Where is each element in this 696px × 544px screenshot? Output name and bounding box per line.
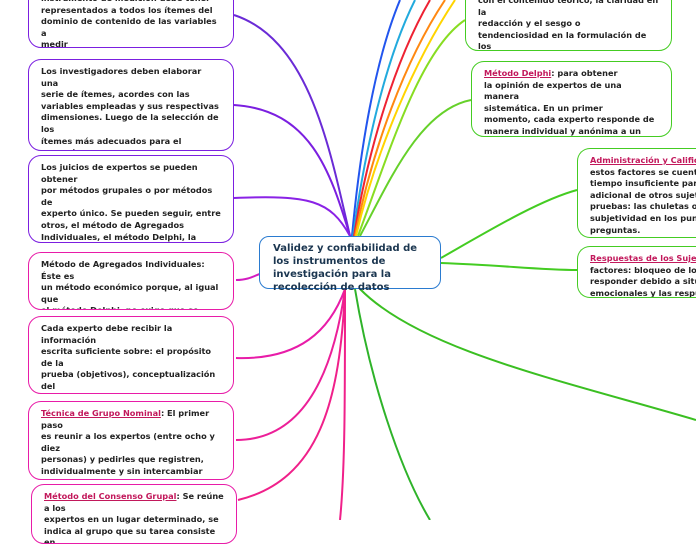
node-label: Método Delphi (484, 68, 552, 78)
node-body: : El primer paso es reunir a los experto… (41, 408, 215, 479)
node-text: Cada experto debe recibir la información… (41, 323, 216, 393)
node-nominal-group[interactable]: Técnica de Grupo Nominal: El primer paso… (28, 401, 234, 480)
node-subject-responses[interactable]: Respuestas de los Sujetos: Entre estos f… (577, 246, 696, 298)
connector-fan-yellow (355, 0, 456, 237)
connector-to-right-4 (440, 262, 578, 271)
node-text: Método Delphi: para obtener la opinión d… (484, 68, 659, 136)
node-label: Administración y Calificación del Instru… (590, 155, 696, 165)
connector-to-node-6 (235, 288, 346, 441)
node-text: instrumento de medición debe tener repre… (41, 0, 217, 48)
node-body: : Entre estos factores se cuentan: tiemp… (590, 166, 696, 235)
node-label: Método del Consenso Grupal (44, 491, 177, 501)
node-text: Método de Agregados Individuales: Éste e… (41, 259, 219, 309)
node-expert-judgment[interactable]: Los juicios de expertos se pueden obtene… (28, 155, 234, 243)
node-text: Los investigadores deben elaborar una se… (41, 66, 219, 150)
connector-fan-orange (354, 0, 446, 237)
connector-lower-right-2 (354, 288, 431, 520)
node-text: Administración y Calificación del Instru… (590, 155, 696, 236)
node-body: : para obtener la opinión de expertos de… (484, 68, 655, 136)
node-administration-scoring[interactable]: Administración y Calificación del Instru… (577, 148, 696, 238)
node-group-consensus[interactable]: Método del Consenso Grupal: Se reúne a l… (31, 484, 237, 544)
connector-lines (233, 0, 696, 520)
connector-to-right-2 (359, 99, 472, 237)
node-label: Técnica de Grupo Nominal (41, 408, 161, 418)
node-text: con el contenido teórico, la claridad en… (478, 0, 659, 51)
connector-fan-blue (351, 0, 401, 237)
node-delphi-method[interactable]: Método Delphi: para obtener la opinión d… (471, 61, 672, 137)
connector-to-node-1 (233, 14, 351, 237)
connector-fan-cyan (352, 0, 416, 237)
node-text: Técnica de Grupo Nominal: El primer paso… (41, 408, 221, 479)
connector-lower-right-1 (359, 288, 696, 421)
connector-to-node-2 (233, 104, 351, 237)
node-text: Método del Consenso Grupal: Se reúne a l… (44, 491, 224, 543)
connector-to-right-3 (440, 189, 578, 259)
node-item-review[interactable]: con el contenido teórico, la claridad en… (465, 0, 672, 51)
connector-to-node-5 (235, 288, 346, 360)
connector-fan-red (353, 0, 431, 237)
node-text: Los juicios de expertos se pueden obtene… (41, 162, 221, 242)
node-body: : Entre estos factores: bloqueo de los s… (590, 264, 696, 298)
node-item-elaboration[interactable]: Los investigadores deben elaborar una se… (28, 59, 234, 151)
connector-to-node-7 (237, 288, 346, 501)
central-topic[interactable]: Validez y confiabilidad de los instrumen… (259, 236, 441, 293)
node-content-validity[interactable]: instrumento de medición debe tener repre… (28, 0, 234, 48)
connector-lower-left (339, 288, 346, 520)
connector-to-right-1 (357, 19, 466, 237)
central-title: Validez y confiabilidad de los instrumen… (273, 243, 418, 293)
connector-to-node-3 (233, 196, 351, 237)
node-text: Respuestas de los Sujetos: Entre estos f… (590, 253, 696, 298)
node-expert-information[interactable]: Cada experto debe recibir la información… (28, 316, 234, 394)
node-label: Respuestas de los Sujetos (590, 253, 696, 263)
node-individual-aggregates[interactable]: Método de Agregados Individuales: Éste e… (28, 252, 234, 310)
